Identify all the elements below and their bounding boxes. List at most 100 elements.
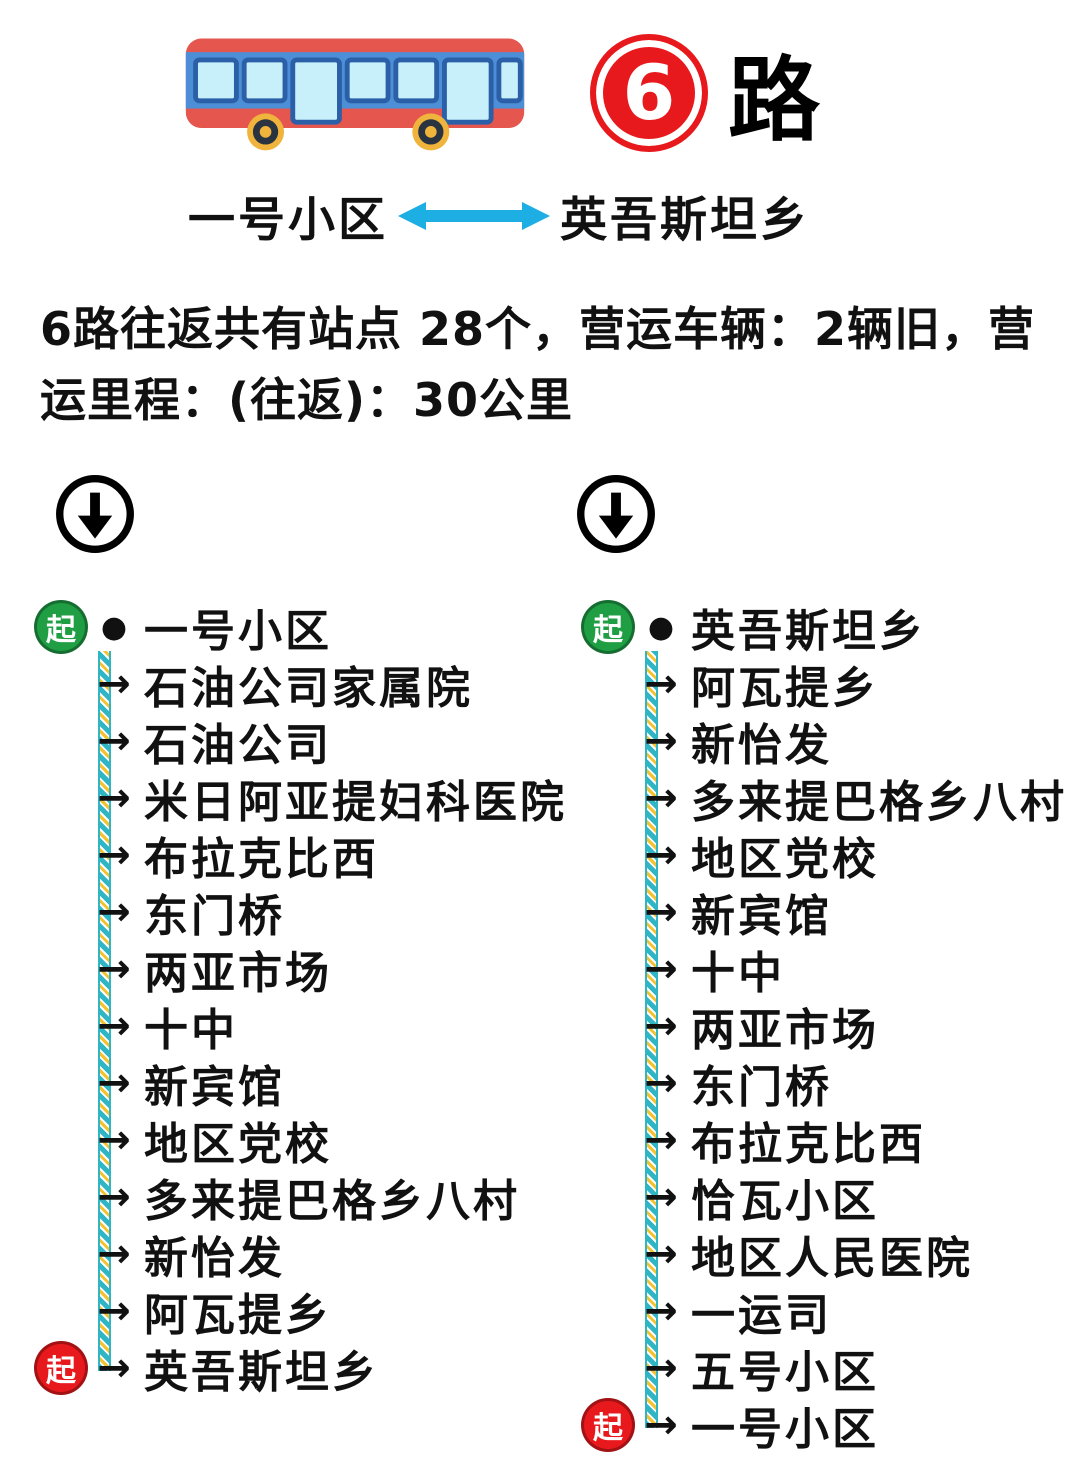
station-name: 东门桥 bbox=[691, 1062, 832, 1114]
station-name: 地区人民医院 bbox=[691, 1233, 973, 1285]
station-row: → 布拉克比西 bbox=[20, 827, 567, 885]
down-arrow-icon bbox=[56, 474, 134, 553]
station-row: →恰瓦小区 bbox=[567, 1169, 1080, 1227]
station-row: → 新宾馆 bbox=[20, 1055, 567, 1113]
arrow-marker: → bbox=[644, 1117, 678, 1164]
station-name: 地区党校 bbox=[691, 834, 879, 886]
route-id: 6 路 bbox=[590, 26, 820, 159]
arrow-marker: → bbox=[644, 1003, 678, 1050]
arrow-marker: → bbox=[644, 718, 678, 765]
station-name: 新宾馆 bbox=[144, 1062, 285, 1114]
station-row: → 米日阿亚提妇科医院 bbox=[20, 770, 567, 828]
arrow-marker: → bbox=[644, 1231, 678, 1278]
station-name: 阿瓦提乡 bbox=[144, 1290, 332, 1342]
badge-slot: 起 bbox=[567, 600, 635, 655]
origin-label: 一号小区 bbox=[188, 193, 388, 248]
station-name: 布拉克比西 bbox=[691, 1119, 926, 1171]
arrow-marker: → bbox=[97, 1288, 131, 1335]
station-row: 起 ● 英吾斯坦乡 bbox=[567, 599, 1080, 657]
station-name: 新怡发 bbox=[144, 1233, 285, 1285]
station-row: → 十中 bbox=[20, 998, 567, 1056]
arrow-marker: → bbox=[97, 832, 131, 879]
start-badge: 起 bbox=[34, 600, 88, 655]
start-badge: 起 bbox=[581, 600, 635, 655]
station-row: → 两亚市场 bbox=[20, 941, 567, 999]
route-endpoints: 一号小区 英吾斯坦乡 bbox=[188, 181, 1060, 250]
station-name: 多来提巴格乡八村 bbox=[691, 777, 1067, 829]
station-name: 地区党校 bbox=[144, 1119, 332, 1171]
arrow-marker: → bbox=[644, 889, 678, 936]
arrow-marker: → bbox=[97, 775, 131, 822]
station-name: 五号小区 bbox=[691, 1347, 879, 1399]
arrow-marker: → bbox=[644, 1402, 678, 1449]
station-columns: 起●一号小区→石油公司家属院→石油公司→米日阿亚提妇科医院→布拉克比西→东门桥→… bbox=[20, 473, 1064, 1455]
station-column-return: 起 ● 英吾斯坦乡 → 阿瓦提乡 → 新怡发 → 多来提巴格乡八村 → 地区党校 → 新宾馆→十中→两亚… bbox=[567, 473, 1080, 1455]
arrow-marker: → bbox=[644, 1174, 678, 1221]
arrow-marker: → bbox=[644, 1060, 678, 1107]
station-name: 新宾馆 bbox=[691, 891, 832, 943]
station-row: → 地区人民医院 bbox=[567, 1226, 1080, 1284]
origin-dot: ● bbox=[100, 609, 128, 645]
arrow-marker: → bbox=[97, 1345, 131, 1392]
station-row: → 新怡发 bbox=[20, 1226, 567, 1284]
station-row: → 布拉克比西 bbox=[567, 1112, 1080, 1170]
summary-line-2: 运里程：(往返)：30公里 bbox=[40, 373, 574, 428]
station-name: 英吾斯坦乡 bbox=[691, 606, 926, 658]
station-name: 东门桥 bbox=[144, 891, 285, 943]
badge-slot: 起 bbox=[20, 1341, 88, 1396]
station-row: → 东门桥 bbox=[20, 884, 567, 942]
arrow-marker: → bbox=[97, 1231, 131, 1278]
station-column-outbound: 起●一号小区→石油公司家属院→石油公司→米日阿亚提妇科医院→布拉克比西→东门桥→… bbox=[20, 473, 567, 1454]
destination-label: 英吾斯坦乡 bbox=[560, 193, 810, 248]
station-row: → 地区党校 bbox=[567, 827, 1080, 885]
station-name: 新怡发 bbox=[691, 720, 832, 772]
station-name: 阿瓦提乡 bbox=[691, 663, 879, 715]
route-suffix: 路 bbox=[728, 47, 821, 154]
station-name: 多来提巴格乡八村 bbox=[144, 1176, 520, 1228]
station-name: 石油公司家属院 bbox=[144, 663, 473, 715]
arrow-marker: → bbox=[644, 661, 678, 708]
arrow-marker: → bbox=[644, 775, 678, 822]
arrow-marker: → bbox=[97, 1174, 131, 1221]
station-name: 两亚市场 bbox=[144, 948, 332, 1000]
arrow-marker: → bbox=[97, 1003, 131, 1050]
route-summary: 6路往返共有站点 28个，营运车辆：2辆旧，营 运里程：(往返)：30公里 bbox=[40, 294, 1058, 437]
origin-dot: ● bbox=[647, 609, 675, 645]
station-row: → 多来提巴格乡八村 bbox=[567, 770, 1080, 828]
station-row: →五号小区 bbox=[567, 1340, 1080, 1398]
station-row: → 东门桥 bbox=[567, 1055, 1080, 1113]
station-name: 十中 bbox=[144, 1005, 238, 1057]
station-row: 起●一号小区 bbox=[20, 599, 567, 657]
arrow-marker: → bbox=[97, 1117, 131, 1164]
double-arrow-icon bbox=[398, 201, 550, 230]
station-row: → 阿瓦提乡 bbox=[20, 1283, 567, 1341]
badge-slot: 起 bbox=[20, 600, 88, 655]
station-name: 石油公司 bbox=[144, 720, 332, 772]
station-row: → 新怡发 bbox=[567, 713, 1080, 771]
arrow-marker: → bbox=[97, 946, 131, 993]
badge-slot: 起 bbox=[567, 1398, 635, 1453]
station-row: → 阿瓦提乡 bbox=[567, 656, 1080, 714]
route-line bbox=[98, 650, 111, 1371]
station-name: 米日阿亚提妇科医院 bbox=[144, 777, 567, 829]
station-row: →两亚市场 bbox=[567, 998, 1080, 1056]
station-name: 一运司 bbox=[691, 1290, 832, 1342]
station-row: →十中 bbox=[567, 941, 1080, 999]
station-row: → 多来提巴格乡八村 bbox=[20, 1169, 567, 1227]
station-name: 一号小区 bbox=[691, 1404, 879, 1456]
down-arrow-icon bbox=[577, 474, 655, 553]
summary-line-1: 6路往返共有站点 28个，营运车辆：2辆旧，营 bbox=[40, 302, 1036, 356]
station-row: → 石油公司家属院 bbox=[20, 656, 567, 714]
station-list-return: 起 ● 英吾斯坦乡 → 阿瓦提乡 → 新怡发 → 多来提巴格乡八村 → 地区党校 → 新宾馆→十中→两亚… bbox=[567, 599, 1080, 1455]
station-row: 起→ 一号小区 bbox=[567, 1397, 1080, 1455]
arrow-marker: → bbox=[97, 889, 131, 936]
arrow-marker: → bbox=[97, 1060, 131, 1107]
station-row: → 地区党校 bbox=[20, 1112, 567, 1170]
arrow-marker: → bbox=[644, 832, 678, 879]
station-list-outbound: 起●一号小区→石油公司家属院→石油公司→米日阿亚提妇科医院→布拉克比西→东门桥→… bbox=[20, 599, 567, 1398]
station-name: 布拉克比西 bbox=[144, 834, 379, 886]
arrow-marker: → bbox=[97, 661, 131, 708]
route-line bbox=[645, 650, 658, 1428]
station-row: → 新宾馆 bbox=[567, 884, 1080, 942]
